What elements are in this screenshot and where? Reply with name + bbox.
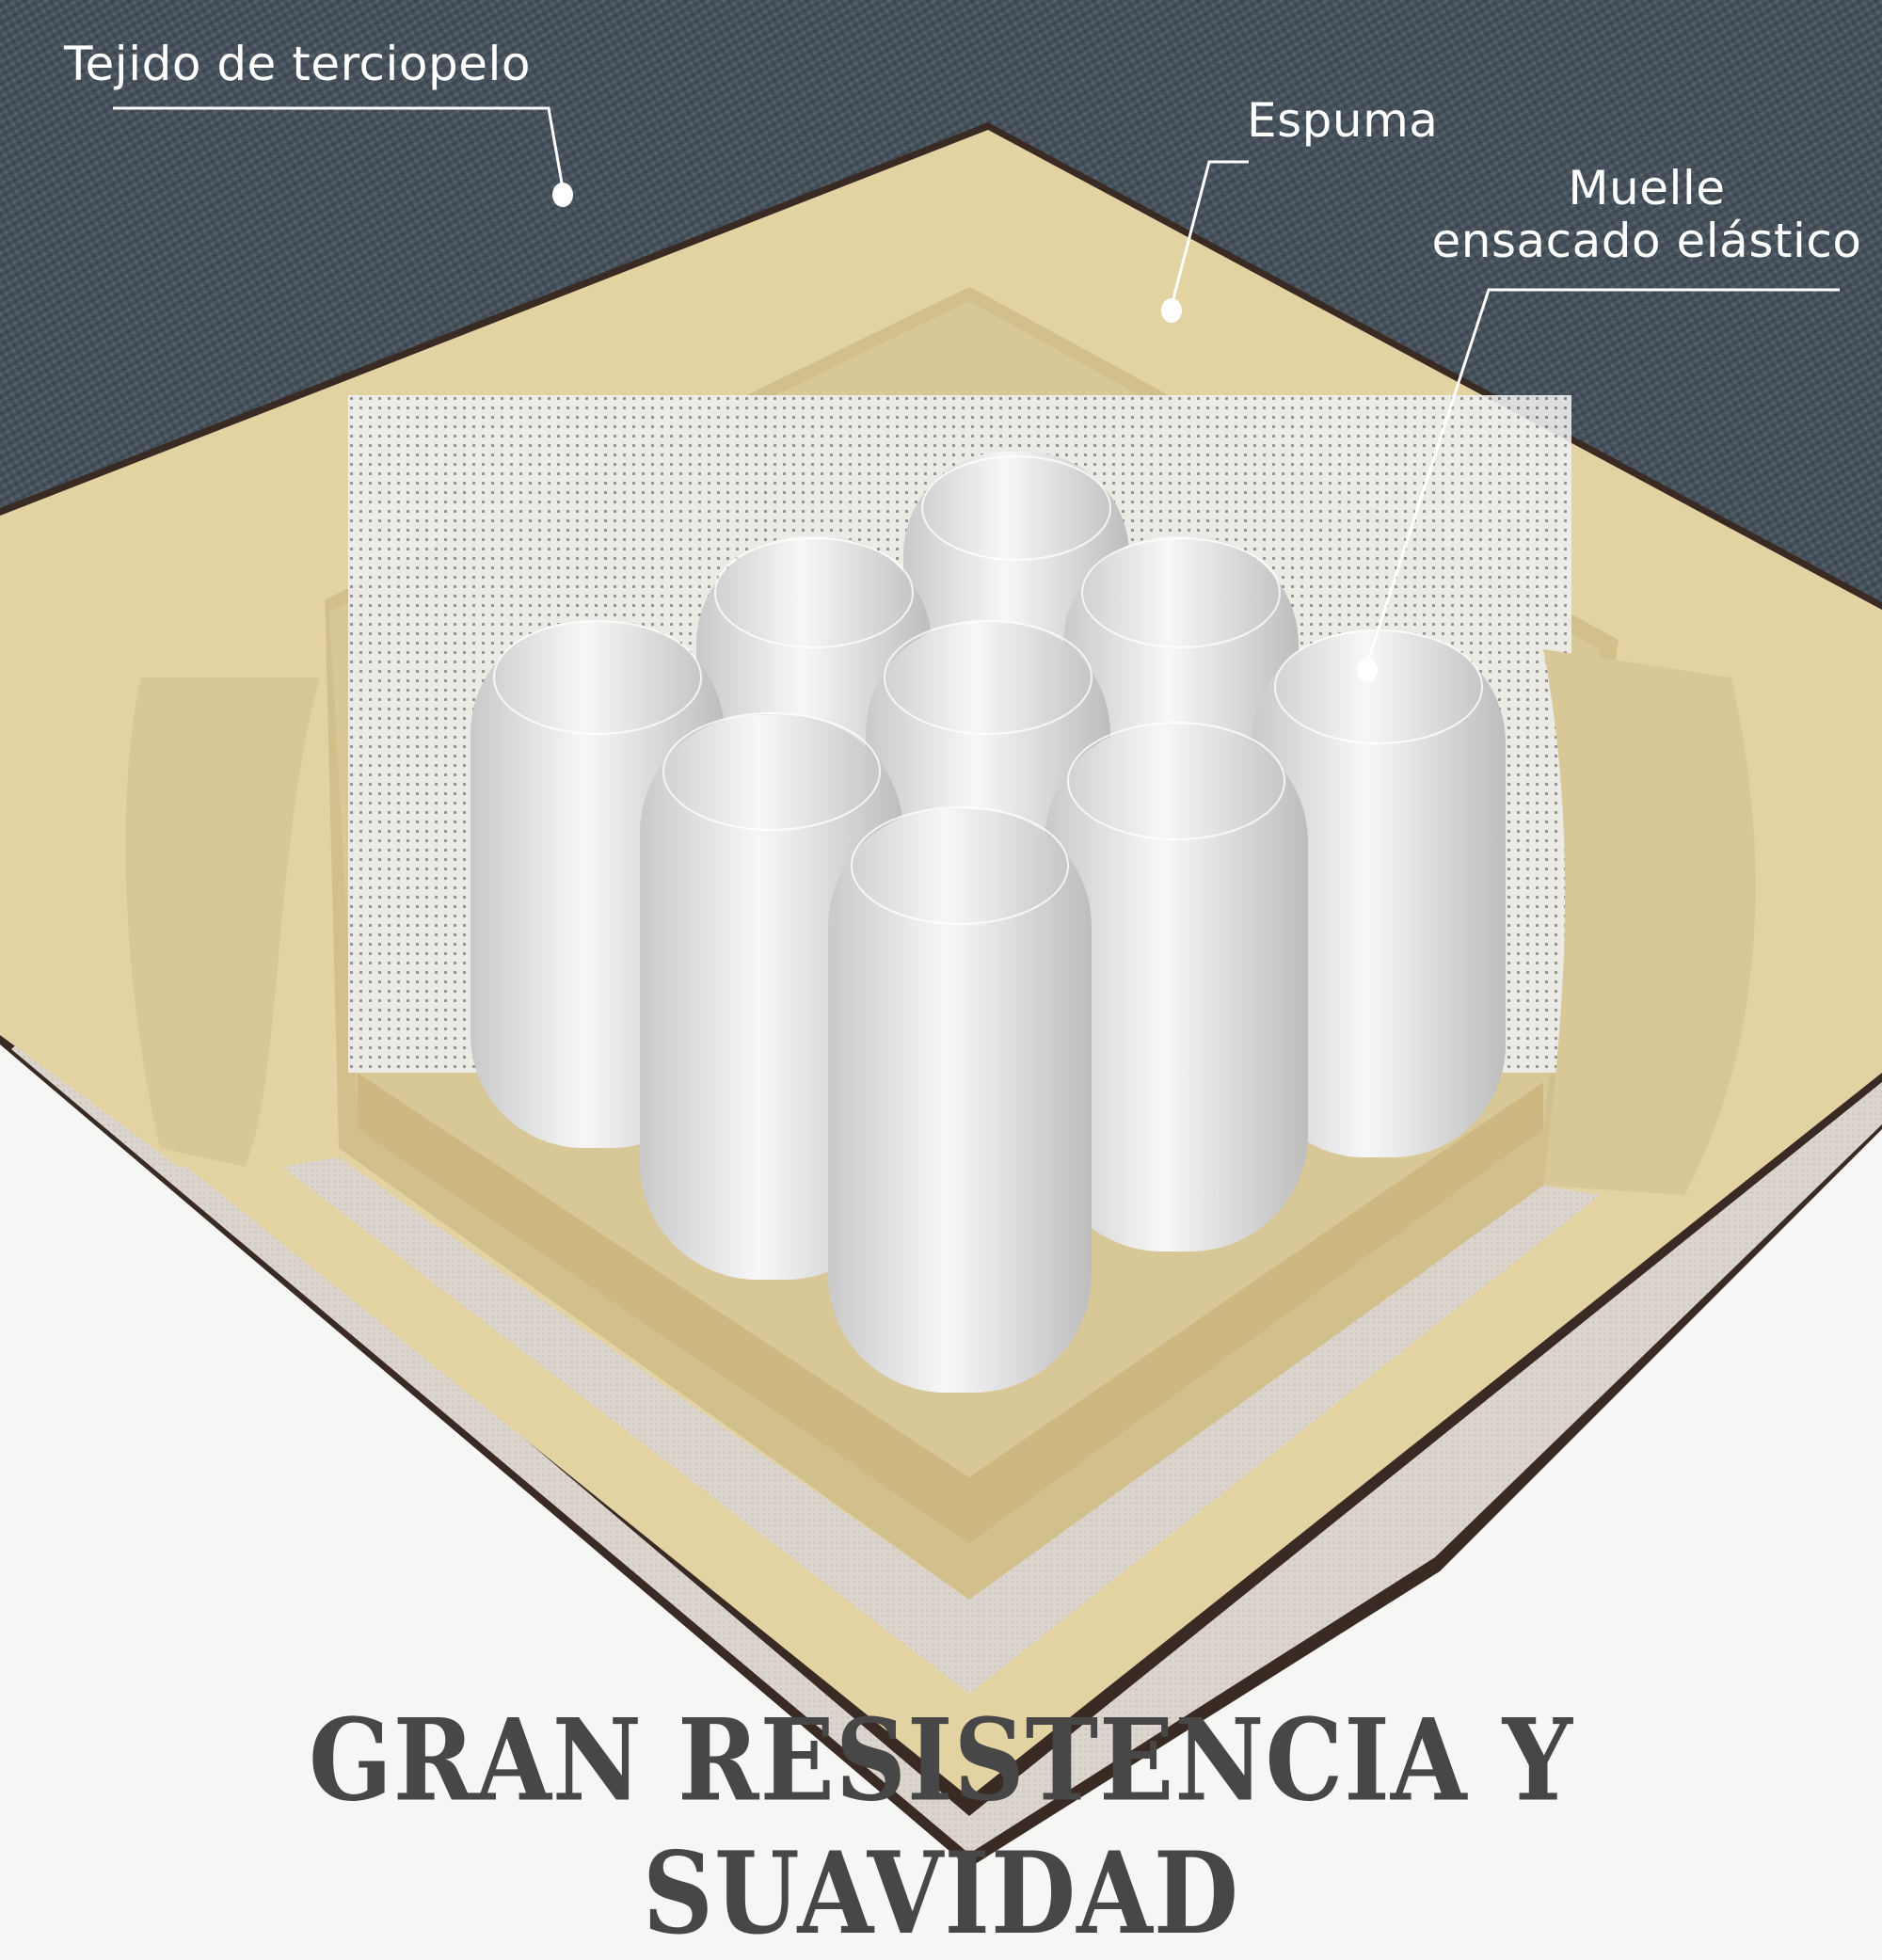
callout-lines xyxy=(113,106,1840,664)
callout-dot-springs xyxy=(1357,658,1378,682)
callout-label-springs-line2: ensacado elástico xyxy=(1431,214,1862,268)
base-fabric-layer xyxy=(11,1026,1882,1854)
callout-label-springs: Muelle ensacado elástico xyxy=(1412,162,1882,267)
pocket-springs xyxy=(348,395,1571,1393)
callout-dot-foam xyxy=(1161,298,1182,323)
headline: GRAN RESISTENCIA Y SUAVIDAD xyxy=(308,1694,1574,1960)
callout-label-foam: Espuma xyxy=(1247,93,1439,148)
cushion-cutaway-illustration xyxy=(0,0,1882,1868)
callout-label-springs-line1: Muelle xyxy=(1568,161,1726,215)
callout-dot-fabric xyxy=(552,183,573,207)
callout-label-fabric: Tejido de terciopelo xyxy=(64,37,531,91)
